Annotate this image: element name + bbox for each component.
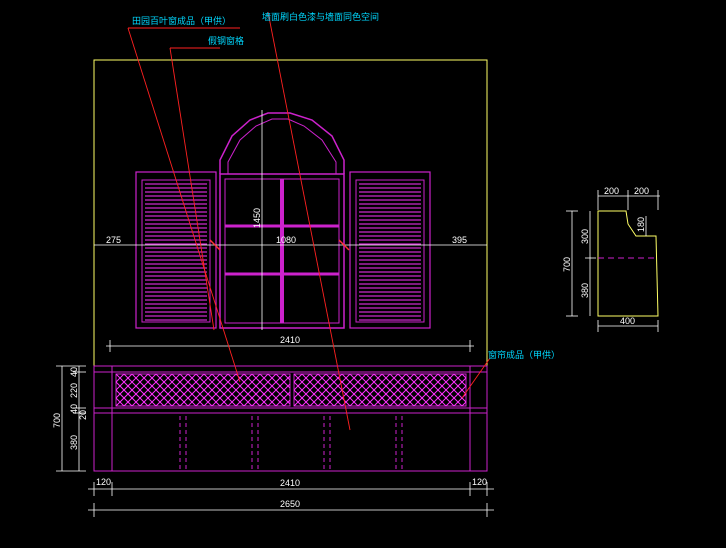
left-vertical-dims: [56, 365, 86, 472]
lattice-bar: [421, 373, 455, 407]
right-shutter: [349, 171, 431, 329]
lattice-bar: [267, 383, 291, 407]
dim-side-top-left: 200: [604, 186, 619, 196]
dim-right-margin: 120: [472, 477, 487, 487]
lattice-bar: [259, 373, 291, 405]
dim-bottom-inner: 2410: [280, 478, 300, 488]
lattice-bar: [333, 373, 367, 407]
lattice-bar: [381, 373, 415, 407]
wall-annotation: 墙面刷白色漆与墙面同色空间: [262, 11, 379, 23]
lattice-bar: [453, 393, 467, 407]
dim-side-bottom: 400: [620, 316, 635, 326]
lattice-bar: [211, 373, 245, 407]
lattice-bar: [437, 373, 467, 403]
lattice-bar: [123, 373, 157, 407]
lattice-bar: [283, 373, 291, 381]
lattice-bar: [453, 373, 467, 387]
dim-side-380: 380: [580, 283, 590, 298]
dim-h-700: 700: [52, 413, 62, 428]
side-profile: [597, 210, 659, 317]
lattice-bar: [405, 373, 439, 407]
dim-h-40a: 40: [69, 367, 79, 377]
lattice-bar: [259, 375, 291, 407]
lattice-bar: [293, 373, 327, 407]
lattice-bar: [301, 373, 335, 407]
lattice-bar: [139, 373, 173, 407]
dim-h-380: 380: [69, 435, 79, 450]
lattice-bar: [461, 401, 467, 407]
lattice-bar: [243, 373, 277, 407]
lattice-bar: [341, 373, 375, 407]
dim-side-180: 180: [636, 217, 646, 232]
lattice-bar: [389, 373, 423, 407]
lattice-bar: [227, 373, 261, 407]
lattice-bar: [349, 373, 383, 407]
window-arch: [219, 112, 345, 174]
lattice-bar: [171, 373, 205, 407]
lattice-bar: [155, 373, 189, 407]
left-shutter: [135, 171, 217, 329]
lattice-bar: [437, 377, 467, 407]
lattice-bar: [445, 385, 467, 407]
lattice-bar: [373, 373, 407, 407]
lattice-bar: [429, 373, 463, 407]
leader-lines: [127, 11, 491, 431]
dim-left-offset: 275: [106, 235, 121, 245]
window-grid: [219, 173, 345, 329]
lattice-bar: [163, 373, 197, 407]
cabinet-annotation: 窗帘成品（甲供）: [488, 349, 560, 361]
lattice-bar: [365, 373, 399, 407]
cabinet-door-marks: [179, 416, 403, 470]
lattice-bar: [461, 373, 467, 379]
dim-side-900: 300: [580, 229, 590, 244]
lattice-bar: [309, 373, 343, 407]
dim-side-700: 700: [562, 257, 572, 272]
lattice-bar: [251, 373, 285, 407]
lattice-bar: [275, 373, 291, 389]
lattice-bar: [397, 373, 431, 407]
lattice-bar: [413, 373, 447, 407]
lattice-bar: [283, 399, 291, 407]
cabinet: [93, 365, 488, 472]
lattice-bar: [147, 373, 181, 407]
bottom-dims: [88, 482, 494, 517]
dim-right-offset: 395: [452, 235, 467, 245]
lattice-bar: [357, 373, 391, 407]
dim-side-top-right: 200: [634, 186, 649, 196]
dim-total-width: 2650: [280, 499, 300, 509]
window-grid-annotation: 假钢窗格: [208, 35, 244, 47]
window-dim-ticks: [209, 239, 350, 251]
window-arch-inner: [227, 118, 337, 174]
dim-cabinet-width: 2410: [280, 335, 300, 345]
lattice-right: [293, 373, 467, 407]
dim-h-20: 20: [78, 410, 88, 420]
lattice-bar: [131, 373, 165, 407]
lattice-bar: [235, 373, 269, 407]
shutter-annotation: 田园百叶窗成品（甲供）: [132, 15, 231, 27]
dim-window-height: 1450: [252, 208, 262, 228]
cabinet-width-dim: [106, 340, 474, 352]
side-profile-dims: [566, 190, 660, 332]
lattice-bar: [267, 373, 291, 397]
dim-window-width: 1080: [276, 235, 296, 245]
lattice-bar: [195, 373, 229, 407]
dim-h-220: 220: [69, 383, 79, 398]
lattice-bar: [275, 391, 291, 407]
dim-h-40b: 40: [69, 404, 79, 414]
lattice-bar: [219, 373, 253, 407]
lattice-bar: [179, 373, 213, 407]
lattice-bar: [115, 373, 149, 407]
lattice-bar: [445, 373, 467, 395]
wall-outline: [93, 59, 488, 472]
dim-left-margin: 120: [96, 477, 111, 487]
lattice-bar: [203, 373, 237, 407]
lattice-left: [115, 373, 291, 407]
lattice-bar: [187, 373, 221, 407]
